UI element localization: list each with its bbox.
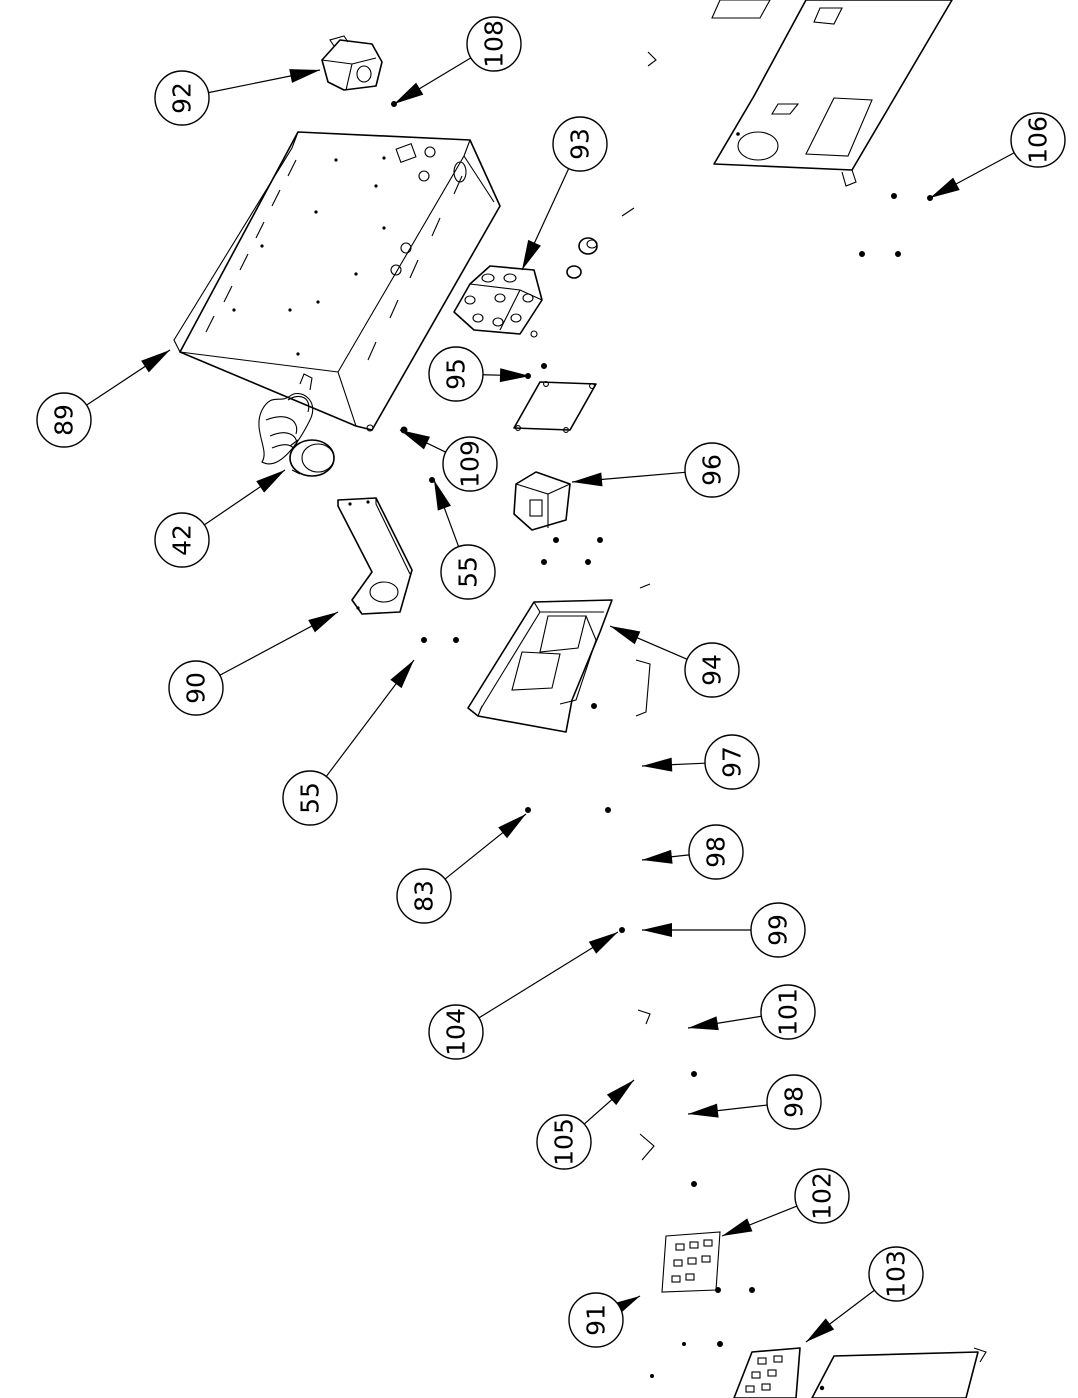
leader-arrowhead bbox=[572, 472, 602, 486]
part-cover-plate bbox=[514, 382, 596, 433]
callout-label: 92 bbox=[168, 82, 197, 114]
small-fragments bbox=[622, 52, 656, 1160]
callout-label: 97 bbox=[718, 746, 747, 778]
callout-label: 96 bbox=[698, 454, 727, 486]
callout-label: 91 bbox=[582, 1304, 611, 1336]
leader-arrowhead bbox=[806, 1318, 834, 1342]
callout-90: 90 bbox=[169, 612, 338, 715]
callout-label: 89 bbox=[50, 404, 79, 436]
leader-arrowhead bbox=[434, 480, 451, 511]
callout-label: 94 bbox=[698, 654, 727, 686]
callout-97: 97 bbox=[642, 735, 759, 789]
callout-108: 108 bbox=[394, 17, 521, 104]
callout-106: 106 bbox=[930, 113, 1065, 198]
leader-arrowhead bbox=[256, 470, 285, 493]
leader-arrowhead bbox=[308, 612, 338, 632]
callout-55: 55 bbox=[283, 660, 414, 825]
leader-arrowhead bbox=[930, 178, 960, 198]
callout-92: 92 bbox=[155, 69, 320, 125]
part-93-junction-box bbox=[454, 266, 542, 337]
callout-label: 104 bbox=[442, 1008, 471, 1056]
callout-label: 99 bbox=[764, 914, 793, 946]
part-94-enclosure bbox=[468, 600, 612, 732]
callout-label: 103 bbox=[882, 1250, 911, 1298]
leader-arrowhead bbox=[607, 1080, 634, 1105]
leader-arrowhead bbox=[688, 1016, 719, 1030]
callout-95: 95 bbox=[429, 347, 530, 401]
leader-arrowhead bbox=[589, 932, 618, 954]
leader-arrowhead bbox=[610, 626, 640, 644]
callout-42: 42 bbox=[155, 470, 285, 567]
callout-label: 55 bbox=[296, 782, 325, 814]
callout-label: 93 bbox=[566, 128, 595, 160]
leader-arrowhead bbox=[688, 1104, 719, 1118]
part-90-bracket bbox=[338, 498, 412, 614]
leader-arrowhead bbox=[498, 814, 526, 838]
part-bushings bbox=[567, 238, 597, 278]
callout-98: 98 bbox=[688, 1075, 821, 1129]
callout-105: 105 bbox=[537, 1080, 634, 1169]
part-103-panel bbox=[812, 1348, 986, 1398]
callout-99: 99 bbox=[642, 903, 805, 957]
callout-89: 89 bbox=[37, 350, 170, 447]
callout-label: 55 bbox=[454, 556, 483, 588]
part-control-panel bbox=[734, 1348, 800, 1398]
callout-103: 103 bbox=[806, 1247, 923, 1342]
callout-102: 102 bbox=[722, 1169, 849, 1236]
callout-96: 96 bbox=[572, 443, 739, 497]
leader-arrowhead bbox=[722, 1218, 752, 1236]
callout-label: 102 bbox=[808, 1172, 837, 1220]
leader-arrowhead bbox=[642, 758, 672, 772]
callout-label: 108 bbox=[480, 20, 509, 68]
callout-label: 109 bbox=[456, 440, 485, 488]
callout-label: 105 bbox=[550, 1118, 579, 1166]
part-102-keypad bbox=[662, 1232, 720, 1292]
leader-arrowhead bbox=[141, 350, 170, 372]
callout-label: 98 bbox=[780, 1086, 809, 1118]
callout-91: 91 bbox=[569, 1293, 640, 1347]
callout-98: 98 bbox=[642, 825, 743, 879]
callout-label: 106 bbox=[1024, 116, 1053, 164]
leader-arrowhead bbox=[642, 850, 673, 864]
leader-arrowhead bbox=[394, 83, 423, 104]
leader-arrowhead bbox=[390, 660, 414, 688]
part-side-panel bbox=[712, 0, 952, 186]
part-92-transformer bbox=[322, 36, 382, 90]
callout-label: 90 bbox=[182, 672, 211, 704]
leader-arrowhead bbox=[522, 240, 541, 270]
callout-label: 101 bbox=[774, 988, 803, 1036]
callout-label: 95 bbox=[442, 358, 471, 390]
callout-104: 104 bbox=[429, 932, 618, 1059]
leader-arrowhead bbox=[642, 923, 672, 937]
leader-arrowhead bbox=[500, 368, 530, 382]
callout-83: 83 bbox=[397, 814, 526, 923]
callout-101: 101 bbox=[688, 985, 815, 1039]
callout-55: 55 bbox=[434, 480, 495, 599]
leader-arrowhead bbox=[400, 430, 430, 449]
callout-94: 94 bbox=[610, 626, 739, 697]
callout-109: 109 bbox=[400, 430, 497, 491]
leader-arrowhead bbox=[289, 69, 320, 83]
part-96-relay bbox=[514, 472, 570, 530]
callout-label: 42 bbox=[168, 524, 197, 556]
callout-label: 83 bbox=[410, 880, 439, 912]
callout-label: 98 bbox=[702, 836, 731, 868]
